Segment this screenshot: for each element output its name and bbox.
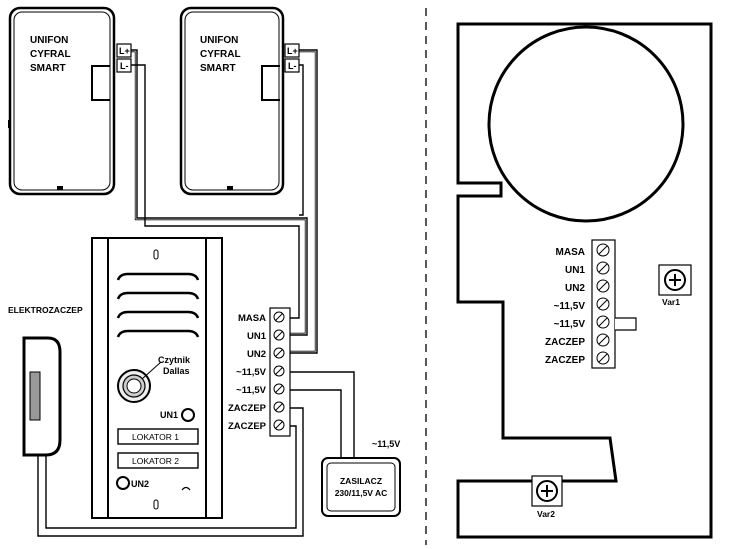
circuit-board: MASA UN1 UN2 ~11,5V ~11,5V ZACZEP ZACZEP… xyxy=(456,22,713,539)
psu-output-label: ~11,5V xyxy=(372,439,400,449)
var2-label: Var2 xyxy=(537,509,555,519)
speaker-grille xyxy=(116,272,200,338)
electric-lock: ELEKTROZACZEP xyxy=(8,305,83,457)
left-terminal-label-4: ~11,5V xyxy=(236,367,267,378)
dallas-reader xyxy=(117,361,162,403)
board-terminal-label-4: ~11,5V xyxy=(554,301,586,312)
psu-label-line1: ZASILACZ xyxy=(340,476,382,486)
lock-label: ELEKTROZACZEP xyxy=(8,305,83,315)
handset-2-brand-line1: UNIFON xyxy=(200,35,238,46)
handset-2-terminal-minus: L- xyxy=(288,61,297,71)
board-terminal-label-5: ~11,5V xyxy=(554,319,586,330)
handset-1-terminal-minus: L- xyxy=(120,61,129,71)
reader-label-line1: Czytnik xyxy=(158,355,191,365)
handset-2: UNIFON CYFRAL SMART L+ L- xyxy=(179,6,300,196)
locator-1-label: LOKATOR 1 xyxy=(132,432,179,442)
handset-1-terminal-plus: L+ xyxy=(119,46,130,56)
left-terminal-label-7: ZACZEP xyxy=(228,421,267,432)
board-terminal-label-7: ZACZEP xyxy=(545,355,585,366)
left-terminal-label-3: UN2 xyxy=(247,349,266,360)
door-panel: Czytnik Dallas UN1 LOKATOR 1 LOKATOR 2 U… xyxy=(91,237,223,519)
speaker-circle xyxy=(487,25,685,223)
handset-2-brand-line3: SMART xyxy=(200,63,236,74)
board-terminal-label-6: ZACZEP xyxy=(545,337,585,348)
panel-un1-label: UN1 xyxy=(160,410,178,420)
handset-2-brand-line2: CYFRAL xyxy=(200,49,241,60)
reader-label-line2: Dallas xyxy=(163,366,190,376)
locator-2-label: LOKATOR 2 xyxy=(132,456,179,466)
psu-label-line2: 230/11,5V AC xyxy=(335,488,388,498)
left-terminal-label-2: UN1 xyxy=(247,331,267,342)
var1-potentiometer-icon xyxy=(658,264,692,296)
var2-potentiometer-icon xyxy=(531,475,563,507)
left-terminal-label-6: ZACZEP xyxy=(228,403,267,414)
left-terminal-label-1: MASA xyxy=(238,313,266,324)
handset-1-brand-line2: CYFRAL xyxy=(30,49,71,60)
handset-1-brand-line3: SMART xyxy=(30,63,66,74)
board-terminal-screws xyxy=(596,243,610,365)
panel-un2-label: UN2 xyxy=(131,479,149,489)
board-terminal-label-2: UN1 xyxy=(565,265,585,276)
power-supply: ~11,5V ZASILACZ 230/11,5V AC xyxy=(321,439,401,517)
handset-1: UNIFON CYFRAL SMART L+ L- xyxy=(8,6,132,196)
left-terminal-block: MASA UN1 UN2 ~11,5V ~11,5V ZACZEP ZACZEP xyxy=(228,307,291,437)
board-terminal-label-1: MASA xyxy=(556,247,585,258)
left-terminal-screws xyxy=(273,311,285,431)
left-terminal-label-5: ~11,5V xyxy=(236,385,267,396)
board-terminal-label-3: UN2 xyxy=(565,283,585,294)
handset-1-brand-line1: UNIFON xyxy=(30,35,68,46)
var1-label: Var1 xyxy=(662,297,680,307)
wires xyxy=(37,49,355,537)
handset-2-terminal-plus: L+ xyxy=(287,46,298,56)
